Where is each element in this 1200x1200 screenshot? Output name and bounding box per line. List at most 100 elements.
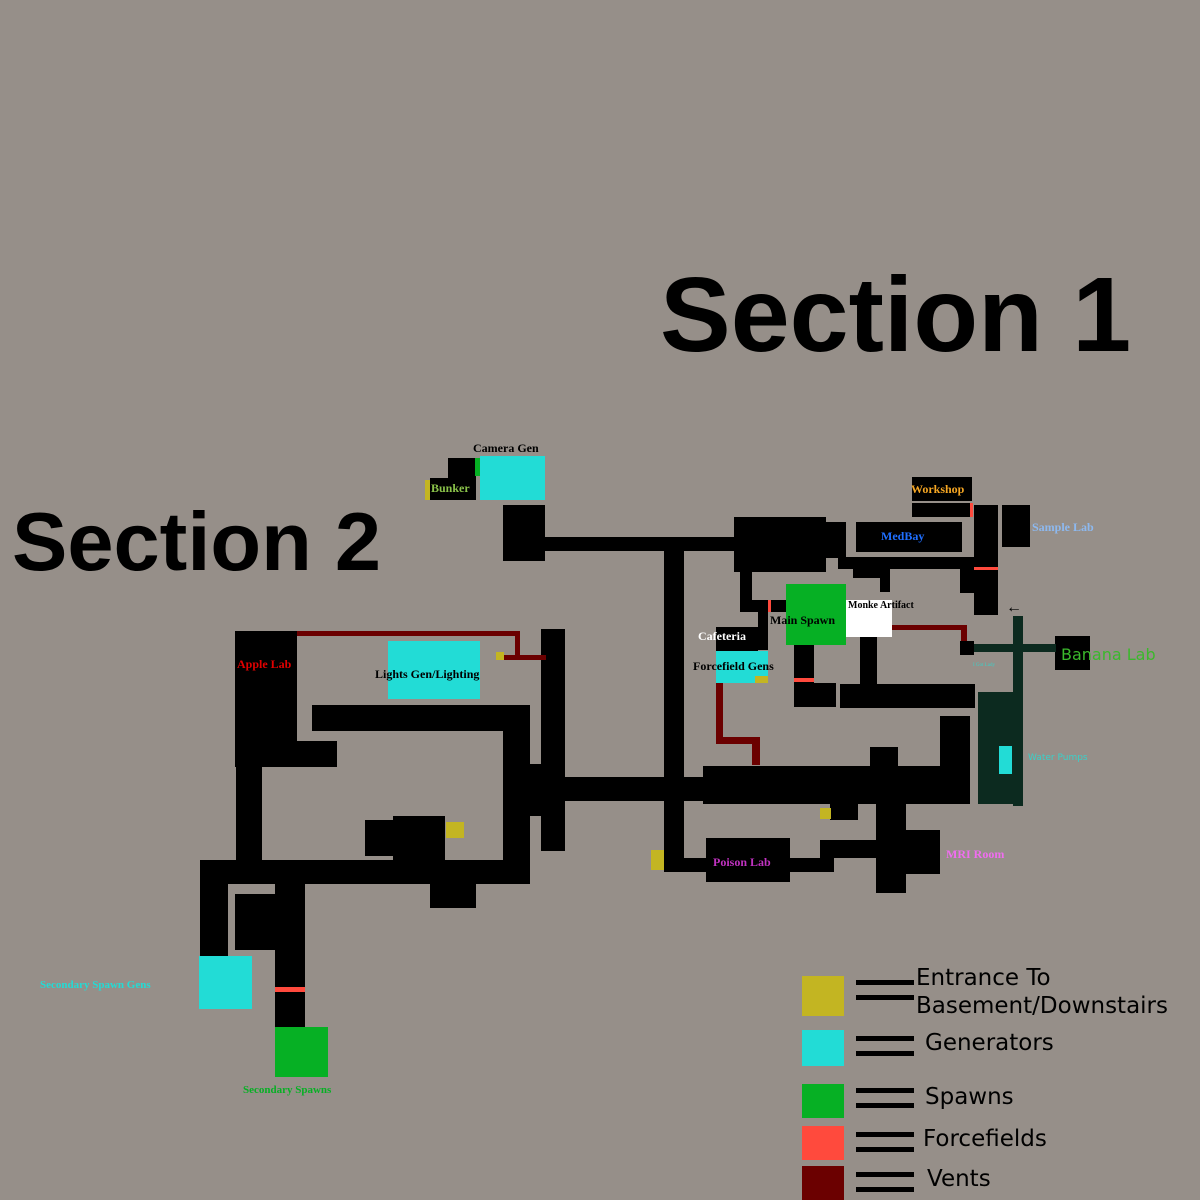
room (525, 764, 545, 816)
camera-gen-label: Camera Gen (473, 441, 539, 455)
legend-swatch-entrance (802, 976, 844, 1016)
corridor (960, 557, 974, 593)
room (448, 458, 476, 480)
bunker-spawn-marker (475, 458, 480, 476)
corridor (820, 840, 880, 858)
entrance-marker (651, 850, 664, 870)
section-2-title: Section 2 (12, 495, 382, 588)
corridor (312, 705, 530, 731)
secondary-spawn-gens (199, 956, 252, 1009)
corridor (236, 741, 262, 871)
legend-swatch-vents (802, 1166, 844, 1200)
legend-label-forcefields: Forcefields (923, 1126, 1047, 1152)
corridor (664, 858, 834, 872)
cafeteria-label: Cafeteria (698, 629, 746, 643)
room (870, 747, 898, 777)
corridor (200, 860, 228, 960)
secondary-spawns (275, 1027, 328, 1077)
room (820, 522, 846, 558)
corridor (540, 537, 740, 551)
camera-gen (480, 456, 545, 500)
legend-swatch-spawns (802, 1084, 844, 1118)
room (876, 800, 906, 893)
forcefield (794, 678, 814, 682)
equals-icon (856, 1088, 914, 1108)
vent (504, 655, 546, 660)
lights-gen (388, 641, 480, 699)
corridor (840, 684, 975, 708)
arrow-icon: ← (1006, 599, 1022, 616)
entrance-marker (496, 652, 504, 660)
vent (752, 737, 760, 765)
main-spawn-label: Main Spawn (770, 613, 836, 627)
vent (716, 737, 760, 744)
vent (297, 631, 519, 636)
room (393, 816, 445, 870)
corridor (275, 870, 305, 1030)
room (974, 505, 998, 615)
bunker-room (430, 478, 476, 500)
sample-lab-room (1002, 505, 1030, 547)
secondary-spawn-gens-label: Secondary Spawn Gens (40, 979, 151, 991)
legend-swatch-forcefields (802, 1126, 844, 1160)
forcefield-gens-label: Forcefield Gens (693, 659, 774, 673)
room (794, 683, 836, 707)
monke-artifact-label: Monke Artifact (848, 600, 914, 611)
water-pumps-label: Water Pumps (1028, 753, 1088, 763)
room (940, 716, 970, 804)
corridor (838, 557, 978, 569)
corridor (200, 860, 530, 884)
corridor (912, 503, 972, 517)
small-room-label: I Got Lady (973, 663, 995, 668)
banana-lab-label: Banana Lab (1061, 645, 1156, 664)
apple-lab-label: Apple Lab (237, 657, 292, 671)
legend-swatch-generators (802, 1030, 844, 1066)
forcefield (974, 567, 998, 570)
medbay-room (856, 522, 962, 552)
vent (892, 625, 966, 630)
room (235, 894, 275, 950)
vent (716, 683, 723, 741)
room (906, 830, 940, 874)
corridor (830, 800, 858, 820)
room (734, 517, 826, 572)
banana-lab-room (1055, 636, 1090, 670)
legend-label-generators: Generators (925, 1030, 1054, 1056)
forcefield (970, 503, 973, 517)
corridor (860, 637, 877, 697)
equals-icon (856, 1132, 914, 1152)
bunker-label: Bunker (431, 481, 470, 495)
corridor (503, 705, 530, 883)
poison-lab-label: Poison Lab (713, 855, 771, 869)
equals-icon (856, 1036, 914, 1056)
medbay-label: MedBay (881, 529, 925, 543)
room (430, 870, 476, 908)
main-spawn (786, 584, 846, 645)
corridor (853, 568, 883, 578)
entrance-marker (425, 480, 430, 500)
room (960, 641, 974, 655)
workshop-label: Workshop (911, 482, 965, 496)
workshop-room (912, 477, 972, 501)
vent (515, 631, 520, 659)
lights-gen-label: Lights Gen/Lighting (375, 667, 480, 681)
monke-artifact-room (846, 600, 892, 637)
equals-icon (856, 1172, 914, 1192)
secondary-spawns-label: Secondary Spawns (243, 1084, 332, 1096)
equals-icon (856, 980, 914, 1000)
apple-lab-room (235, 631, 297, 741)
water-pump-gen (999, 746, 1012, 774)
mri-room-label: MRI Room (946, 847, 1005, 861)
entrance-marker (446, 822, 464, 838)
room (503, 505, 545, 561)
corridor (758, 600, 768, 650)
sample-lab-label: Sample Lab (1032, 520, 1094, 534)
legend-label-vents: Vents (927, 1166, 991, 1192)
room (703, 766, 940, 804)
entrance-marker (755, 676, 768, 683)
cafeteria-room (716, 627, 758, 651)
forcefield (768, 600, 771, 612)
forcefield (275, 987, 305, 992)
section-1-title: Section 1 (660, 256, 1132, 374)
corridor (880, 568, 890, 592)
